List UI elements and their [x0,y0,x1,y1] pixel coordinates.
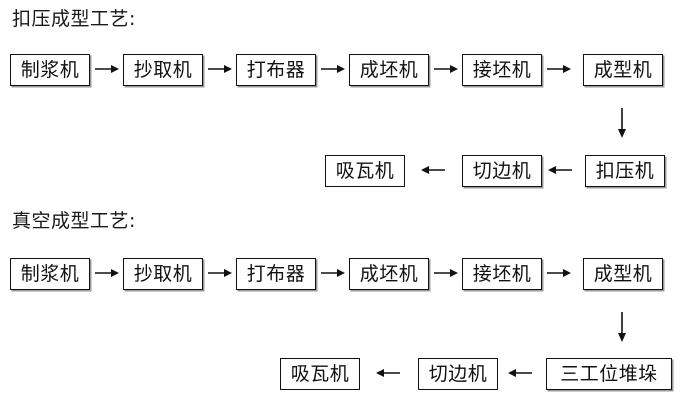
node-zhijiangji-1[interactable]: 制浆机 [10,54,90,86]
section-title-kouya: 扣压成型工艺: [12,8,136,30]
node-chengpiji-2[interactable]: 成坯机 [349,258,429,290]
node-xiwaji-2[interactable]: 吸瓦机 [280,358,360,390]
arrow-down-icon [615,108,629,138]
node-qiebianji-2[interactable]: 切边机 [418,358,498,390]
arrow-down-icon [615,312,629,342]
node-jiepiji-1[interactable]: 接坯机 [462,54,542,86]
arrow-left-icon [376,366,400,380]
arrow-left-icon [421,163,445,177]
node-sangongweiduiduo[interactable]: 三工位堆垛 [546,358,672,390]
node-chengxingji-1[interactable]: 成型机 [583,54,663,86]
arrow-right-icon [547,266,571,280]
arrow-right-icon [95,266,119,280]
node-kouyaji-1[interactable]: 扣压机 [585,155,665,187]
node-dabuqi-1[interactable]: 打布器 [236,54,316,86]
node-zhijiangji-2[interactable]: 制浆机 [10,258,90,290]
arrow-right-icon [547,62,571,76]
arrow-right-icon [208,266,232,280]
arrow-left-icon [548,163,572,177]
arrow-right-icon [434,62,458,76]
node-jiepiji-2[interactable]: 接坯机 [462,258,542,290]
node-chengpiji-1[interactable]: 成坯机 [349,54,429,86]
node-qiebianji-1[interactable]: 切边机 [462,155,542,187]
arrow-left-icon [508,366,532,380]
node-chengxingji-2[interactable]: 成型机 [583,258,663,290]
section-title-zhenkong: 真空成型工艺: [12,210,136,232]
node-dabuqi-2[interactable]: 打布器 [236,258,316,290]
arrow-right-icon [321,266,345,280]
node-xiwaji-1[interactable]: 吸瓦机 [325,155,405,187]
arrow-right-icon [95,62,119,76]
arrow-right-icon [208,62,232,76]
node-chaoquji-1[interactable]: 抄取机 [123,54,203,86]
node-chaoquji-2[interactable]: 抄取机 [123,258,203,290]
arrow-right-icon [434,266,458,280]
arrow-right-icon [321,62,345,76]
